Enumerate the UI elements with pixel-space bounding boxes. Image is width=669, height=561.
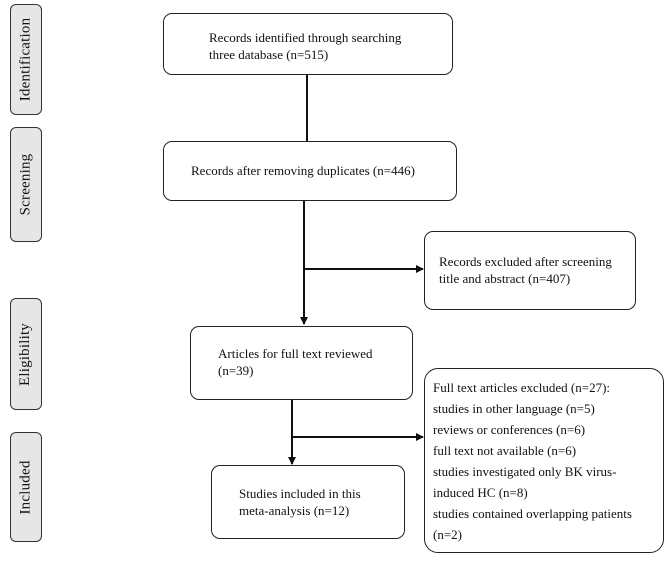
box-articles-fulltext-reviewed: Articles for full text reviewed (n=39): [190, 326, 413, 400]
box-line: three database (n=515): [209, 47, 329, 62]
stage-screening: Screening: [10, 127, 42, 242]
box-line: meta-analysis (n=12): [239, 503, 350, 518]
stage-eligibility: Eligibility: [10, 298, 42, 410]
box-line: Records after removing duplicates (n=446…: [191, 163, 415, 178]
box-line: title and abstract (n=407): [439, 271, 571, 286]
box-records-identified: Records identified through searching thr…: [163, 13, 453, 75]
exclusion-reason: (n=2): [433, 527, 462, 542]
box-line: Studies included in this: [239, 486, 361, 501]
box-records-excluded-screening: Records excluded after screening title a…: [424, 231, 636, 310]
exclusion-reason: reviews or conferences (n=6): [433, 422, 586, 437]
exclusion-reason: studies in other language (n=5): [433, 401, 595, 416]
stage-included: Included: [10, 432, 42, 542]
box-line: Records identified through searching: [209, 30, 402, 45]
exclusion-reason: full text not available (n=6): [433, 443, 577, 458]
exclusion-reason: induced HC (n=8): [433, 485, 528, 500]
exclusion-reason: studies investigated only BK virus-: [433, 464, 617, 479]
stage-identification: Identification: [10, 4, 42, 115]
box-studies-included: Studies included in this meta-analysis (…: [211, 465, 405, 539]
box-line: (n=39): [218, 363, 254, 378]
box-fulltext-excluded: Full text articles excluded (n=27): stud…: [424, 368, 664, 553]
exclusion-reason: studies contained overlapping patients: [433, 506, 632, 521]
exclusion-header: Full text articles excluded (n=27):: [433, 380, 611, 395]
box-line: Articles for full text reviewed: [218, 346, 373, 361]
box-records-after-duplicates: Records after removing duplicates (n=446…: [163, 141, 457, 201]
box-line: Records excluded after screening: [439, 254, 612, 269]
